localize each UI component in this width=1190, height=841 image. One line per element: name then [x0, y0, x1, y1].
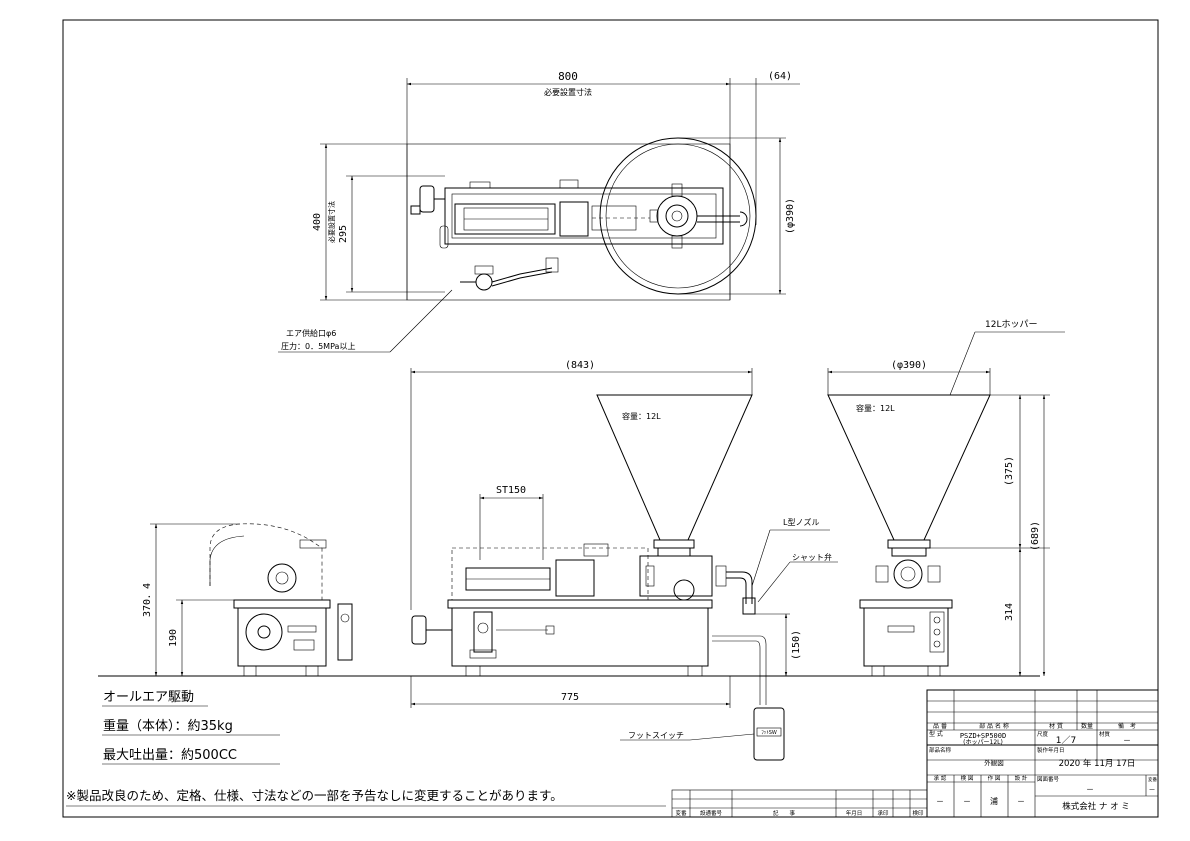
air-inlet-label: エア供給口φ6 [286, 328, 336, 338]
tb-scale: 1／7 [1056, 735, 1076, 746]
rev-h-2: 記 事 [773, 809, 796, 817]
pressure-label: 圧力：0．5MPa以上 [281, 341, 355, 351]
tb-scale-label: 尺度 [1037, 730, 1049, 738]
tb-company: 株式会社 ナ オ ミ [1062, 801, 1130, 812]
title-block: 品 番 部 品 名 称 材 質 数量 備 考 型 式 PSZD+SP500D (… [926, 689, 1159, 818]
foot-switch-tag: ﾌｯﾄSW [761, 730, 777, 736]
foot-switch-label: フットスイッチ [628, 731, 684, 740]
dim-400-caption: 必要設置寸法 [327, 201, 336, 243]
shutter-label: シャット弁 [792, 552, 832, 562]
spec-output: 最大吐出量：約500CC [103, 748, 237, 763]
side-view: (φ390) 容量：12L (375) (689) 314 [827, 331, 1065, 677]
spec-weight: 重量（本体）：約35kg [103, 718, 233, 734]
tb-suryo: 数量 [1081, 722, 1093, 730]
dim-phi390-top: (φ390) [785, 198, 796, 234]
tb-role-value-1: － [963, 797, 971, 806]
hopper-label: 12Lホッパー [985, 319, 1037, 330]
revision-table: 変番 設通番号 記 事 年月日 承印 検印 [671, 789, 928, 818]
tb-role-2: 作 図 [988, 774, 1001, 782]
dim-64: (64) [768, 71, 792, 82]
capacity-label-front: 容量：12L [622, 411, 661, 421]
tb-rev-label: 変番 [1148, 776, 1157, 783]
spec-drive: オールエア駆動 [103, 690, 194, 705]
tb-role-0: 承 認 [934, 774, 947, 782]
capacity-label-side: 容量：12L [856, 403, 895, 413]
tb-hinban: 品 番 [933, 723, 947, 730]
tb-role-value-0: － [936, 797, 944, 806]
tb-date-label: 製作年月日 [1037, 746, 1065, 754]
tb-date: 2020 年 11月 17日 [1059, 758, 1136, 769]
tb-part-name: 外観図 [984, 758, 1004, 767]
tb-drawing-no: － [1086, 785, 1094, 794]
dim-800: 800 [558, 70, 578, 83]
tb-role-1: 検 図 [961, 774, 974, 782]
dim-295: 295 [338, 225, 349, 243]
dim-314: 314 [1004, 603, 1015, 621]
tb-katashiki-label: 型 式 [929, 730, 943, 738]
tb-rev-value: － [1149, 786, 1156, 794]
rev-h-4: 承印 [877, 809, 889, 817]
change-notice: ※製品改良のため、定格、仕様、寸法などの一部を予告なしに変更することがあります。 [66, 788, 563, 803]
tb-material-label: 材質 [1099, 730, 1111, 738]
rev-h-5: 検印 [912, 809, 924, 817]
tb-part-name-label: 部品名称 [929, 746, 952, 754]
tb-model: PSZD+SP500D [960, 732, 1006, 740]
nozzle-label: L型ノズル [783, 517, 819, 527]
tb-material-value: － [1123, 736, 1131, 745]
tb-role-value-2: 浦 [990, 796, 998, 806]
tb-buhin: 部 品 名 称 [979, 722, 1009, 730]
rev-h-3: 年月日 [846, 809, 863, 817]
dim-800-caption: 必要設置寸法 [544, 87, 592, 97]
specs: オールエア駆動 重量（本体）：約35kg 最大吐出量：約500CC ※製品改良の… [66, 690, 666, 807]
tb-drawing-no-label: 図面番号 [1037, 776, 1060, 783]
tb-role-3: 設 計 [1015, 774, 1028, 782]
tb-biko: 備 考 [1118, 722, 1136, 730]
top-view: 800 必要設置寸法 (64) 400 必要設置寸法 295 [278, 70, 800, 353]
dim-375: (375) [1004, 456, 1015, 486]
dim-150: (150) [791, 630, 802, 660]
rev-h-1: 設通番号 [700, 809, 723, 817]
sheet-border [62, 19, 1159, 818]
dim-843: (843) [565, 360, 595, 371]
rev-h-0: 変番 [675, 809, 687, 817]
tb-model-sub: (ホッパー12L) [963, 739, 1003, 746]
dim-689: (689) [1030, 521, 1041, 551]
front-view: (843) 容量：12L ST150 [98, 360, 1040, 761]
tb-zaishitsu: 材 質 [1049, 722, 1063, 730]
tb-role-value-3: － [1017, 797, 1025, 806]
dim-370-4: 370．4 [142, 583, 153, 617]
dim-400: 400 [312, 213, 323, 231]
dim-190: 190 [168, 629, 179, 647]
dim-775: 775 [561, 692, 579, 703]
dim-st150: ST150 [496, 485, 526, 496]
dim-phi390-side: (φ390) [891, 360, 927, 371]
left-view: 370．4 190 [142, 523, 353, 677]
